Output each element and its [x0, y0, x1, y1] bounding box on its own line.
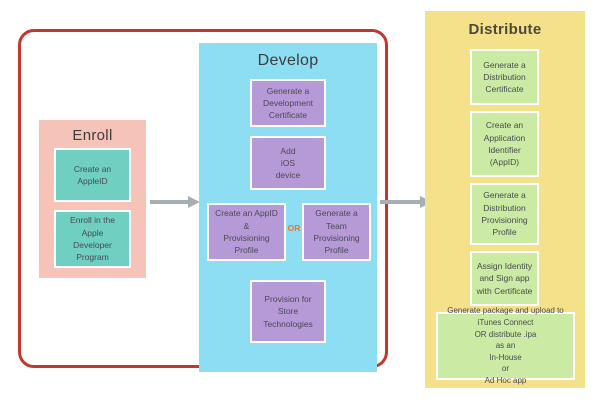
arrow-enroll-to-develop-icon — [150, 196, 200, 208]
phase-enroll: Enroll Create an AppleID Enroll in the A… — [39, 120, 146, 278]
node-generate-package-upload[interactable]: Generate package and upload to iTunes Co… — [436, 306, 575, 385]
node-provision-store-technologies[interactable]: Provision for Store Technologies — [250, 280, 326, 343]
arrow-head — [188, 196, 200, 208]
phase-enroll-title: Enroll — [72, 127, 113, 144]
phase-distribute-title: Distribute — [468, 21, 542, 38]
or-separator-label: OR — [287, 223, 301, 233]
node-assign-identity-sign-app[interactable]: Assign Identity and Sign app with Certif… — [470, 251, 539, 306]
phase-develop-title: Develop — [257, 52, 319, 69]
node-create-application-identifier[interactable]: Create an Application Identifier (AppID) — [470, 111, 539, 177]
node-generate-distribution-certificate[interactable]: Generate a Distribution Certificate — [470, 49, 539, 105]
node-generate-distribution-provisioning-profile[interactable]: Generate a Distribution Provisioning Pro… — [470, 183, 539, 245]
node-add-ios-device[interactable]: Add iOS device — [250, 136, 326, 190]
node-create-appleid[interactable]: Create an AppleID — [54, 148, 131, 202]
phase-distribute: Distribute Generate a Distribution Certi… — [425, 11, 585, 388]
arrow-shaft — [150, 200, 190, 204]
node-create-appid-provisioning-profile[interactable]: Create an AppID & Provisioning Profile — [207, 203, 286, 261]
node-enroll-program[interactable]: Enroll in the Apple Developer Program — [54, 210, 131, 268]
phase-develop: Develop Generate a Development Certifica… — [199, 43, 377, 372]
arrow-shaft — [380, 200, 422, 204]
node-generate-team-provisioning-profile[interactable]: Generate a Team Provisioning Profile — [302, 203, 371, 261]
node-generate-development-certificate[interactable]: Generate a Development Certificate — [250, 79, 326, 127]
